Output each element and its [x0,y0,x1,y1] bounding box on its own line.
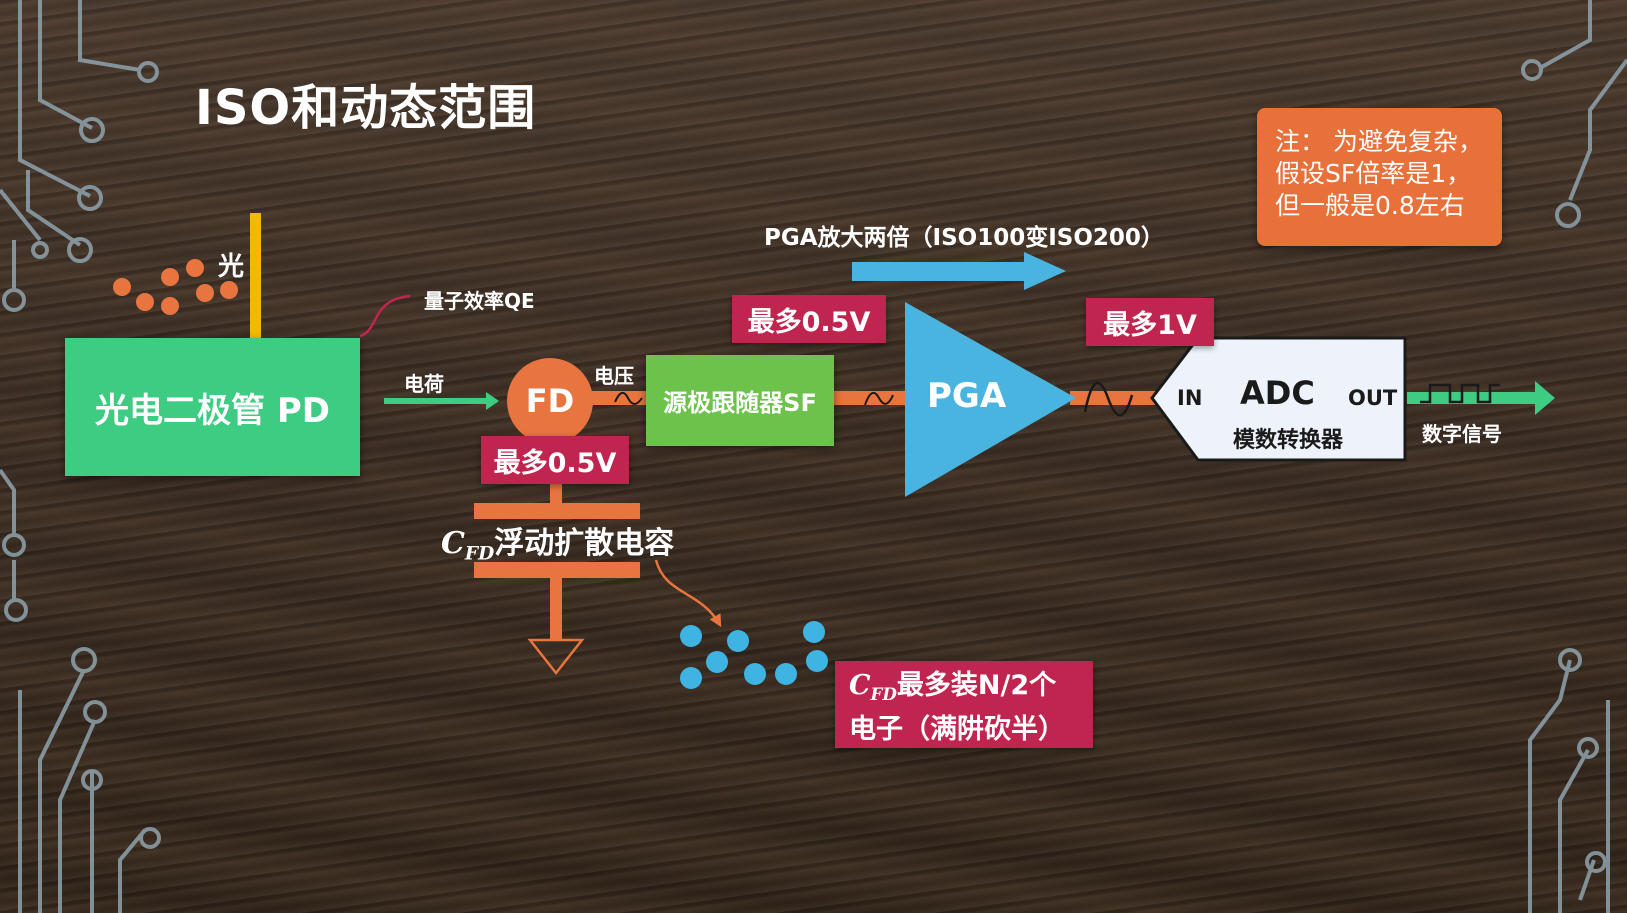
source-follower-block: 源极跟随器SF [646,355,834,446]
sine-wave-sf [864,391,894,406]
capacitor-text: 浮动扩散电容 [494,526,675,561]
qe-label: 量子效率QE [424,289,535,313]
electron-capacity-line1: CFD最多装N/2个 [849,668,1093,712]
ground-symbol [527,638,585,676]
electron-dots [680,621,828,689]
note-line: 假设SF倍率是1， [1275,159,1472,188]
electron-capacity-symbol: C [849,670,871,701]
note-line: 但一般是0.8左右 [1275,191,1465,220]
electron-capacity-text: 最多装N/2个 [896,670,1057,701]
pga-label: PGA [927,376,1007,416]
source-follower-label: 源极跟随器SF [663,389,817,417]
pga-max-voltage-tag: 最多1V [1086,298,1214,346]
pga-max-voltage: 最多1V [1103,309,1197,341]
sf-max-voltage: 最多0.5V [747,306,871,338]
electron-capacity-line2: 电子（满阱砍半） [849,713,1065,745]
sine-wave-fd [614,391,643,405]
capacitor-label: CFD浮动扩散电容 [441,518,674,565]
digital-output-arrow [1407,381,1555,415]
note-box: 注： 为避免复杂， 假设SF倍率是1， 但一般是0.8左右 [1257,108,1502,246]
fd-max-voltage: 最多0.5V [493,447,617,479]
adc-title: ADC [1240,374,1315,412]
charge-arrow [384,392,499,410]
charge-label: 电荷 [404,372,444,396]
capacitor-symbol-letter: C [441,526,465,561]
capacitor-subscript: FD [464,543,495,565]
sine-wave-pga [1083,381,1134,417]
voltage-label: 电压 [594,364,634,388]
electron-capacity-tag: CFD最多装N/2个 电子（满阱砍半） [835,661,1093,748]
light-label: 光 [218,252,245,282]
photodiode-block: 光电二极管 PD [65,338,360,476]
photon-dots [113,259,238,315]
photodiode-label: 光电二极管 PD [95,390,330,431]
capacitor-symbol [474,443,640,640]
fd-node: FD [507,358,593,444]
adc-out-label: OUT [1348,386,1398,410]
circuit-decoration-left [0,0,161,913]
page-title: ISO和动态范围 [195,80,537,136]
pga-triangle [905,302,1076,497]
adc-in-label: IN [1177,386,1203,410]
adc-block [1150,336,1407,462]
circuit-decoration-right [1521,0,1627,913]
pga-gain-arrow [852,252,1066,290]
fd-max-voltage-tag: 最多0.5V [481,436,629,484]
fd-label: FD [525,382,575,420]
sf-max-voltage-tag: 最多0.5V [732,295,886,343]
electron-capacity-subscript: FD [870,683,897,704]
qe-connector-line [359,294,411,338]
note-line: 注： 为避免复杂， [1275,127,1483,156]
digital-signal-label: 数字信号 [1422,422,1502,446]
adc-subtitle: 模数转换器 [1233,428,1344,453]
electron-flow-arrow [654,559,722,628]
pga-caption: PGA放大两倍（ISO100变ISO200） [764,225,1164,251]
